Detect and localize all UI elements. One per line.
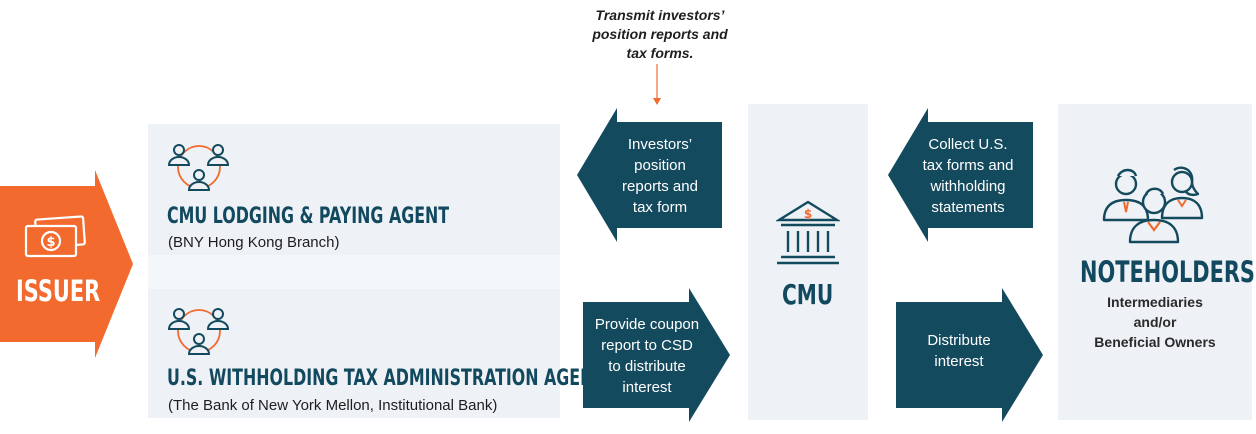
agent-title-lodging: CMU LODGING & PAYING AGENT (167, 204, 450, 229)
arrow-distribute-interest (896, 288, 1043, 422)
agents-divider (148, 255, 560, 289)
arrow-investors-reports (577, 108, 722, 242)
agent-title-withholding: U.S. WITHHOLDING TAX ADMINISTRATION AGEN… (167, 366, 605, 391)
money-icon: $ (22, 214, 88, 265)
transmit-note: Transmit investors’ position reports and… (592, 7, 728, 61)
arrow-distribute-interest-text: Distribute interest (927, 332, 991, 370)
noteholders-panel (1058, 104, 1252, 420)
svg-text:$: $ (46, 235, 55, 250)
agent-subtitle-withholding: (The Bank of New York Mellon, Institutio… (168, 397, 498, 414)
note-down-arrow (653, 64, 661, 105)
arrow-provide-coupon-text: Provide coupon report to CSD to distribu… (594, 316, 700, 396)
agent-subtitle-lodging: (BNY Hong Kong Branch) (168, 234, 340, 251)
bank-building-icon: $ (774, 198, 842, 273)
arrow-collect-forms (888, 108, 1033, 242)
arrow-collect-forms-text: Collect U.S. tax forms and withholding s… (922, 136, 1014, 216)
people-network-icon (166, 138, 232, 201)
cmu-label: CMU (782, 278, 834, 311)
svg-text:$: $ (804, 207, 812, 221)
people-group-icon (1100, 162, 1210, 251)
noteholders-description: Intermediaries and/or Beneficial Owners (1094, 294, 1216, 350)
people-network-icon (166, 302, 232, 365)
issuer-label: ISSUER (16, 274, 101, 308)
noteholders-title: NOTEHOLDERS (1080, 255, 1255, 289)
issuer-arrow (0, 170, 133, 358)
arrow-investors-reports-text: Investors’ position reports and tax form (622, 136, 698, 216)
arrow-provide-coupon (583, 288, 730, 422)
